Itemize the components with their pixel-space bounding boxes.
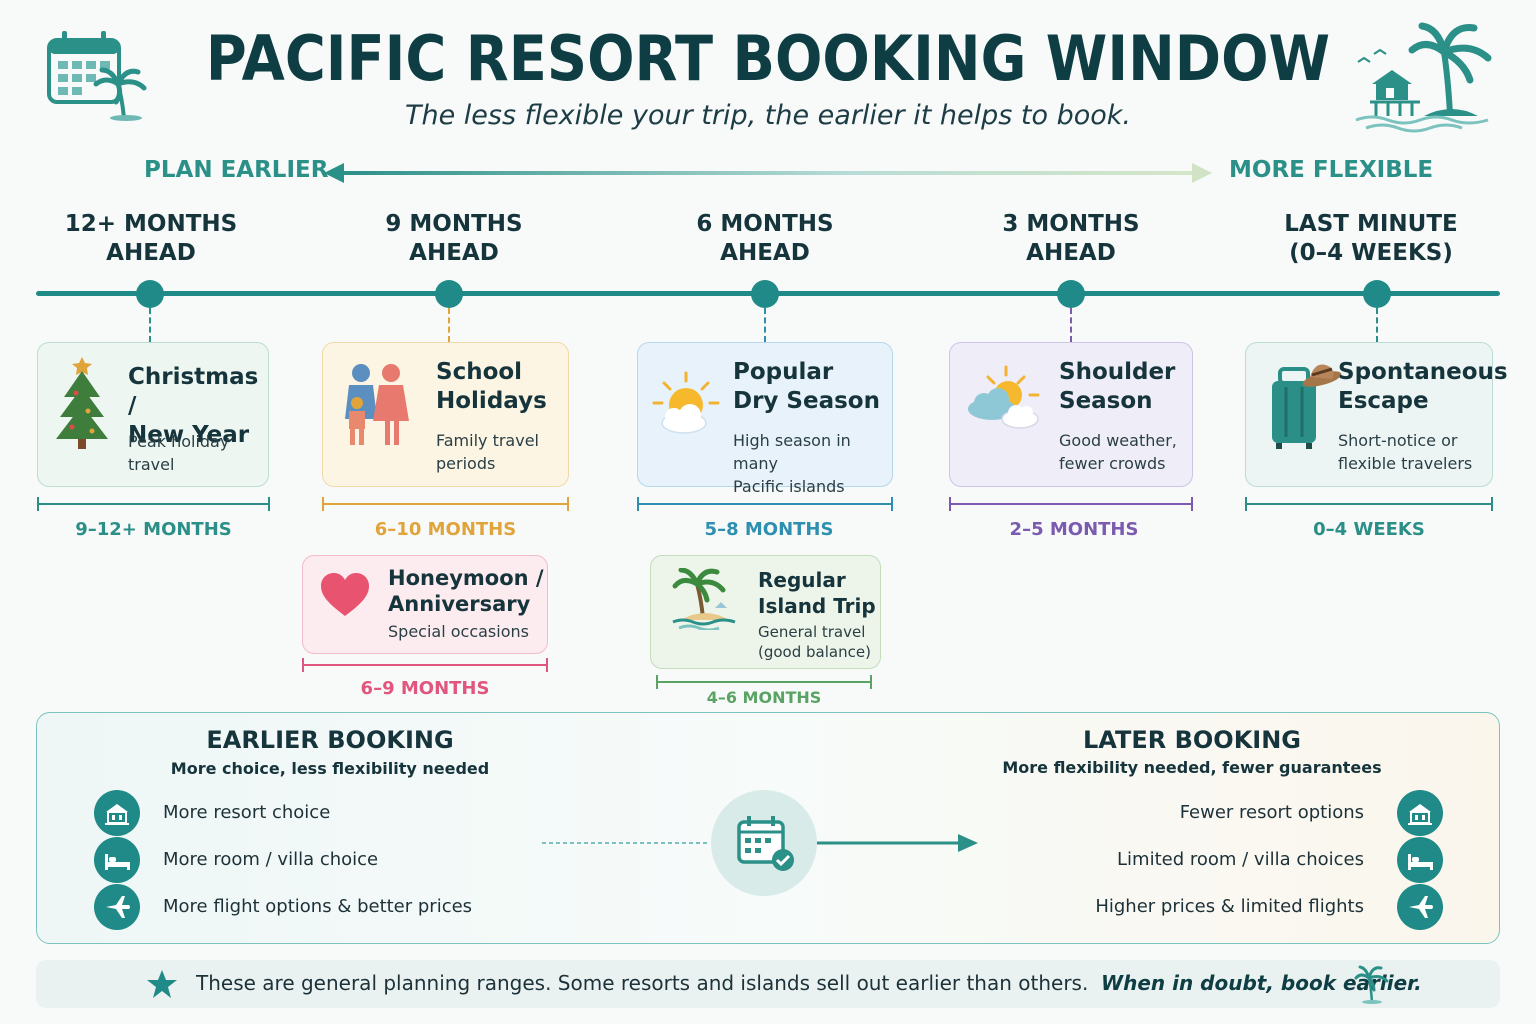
- card-description: Good weather,fewer crowds: [1059, 431, 1177, 473]
- earlier-benefit: More flight options & better prices: [163, 896, 473, 917]
- timeline-connector: [764, 308, 766, 342]
- range-bracket: [949, 497, 1193, 511]
- page-subtitle: The less flexible your trip, the earlier…: [405, 100, 1131, 131]
- later-drawback: Fewer resort options: [1179, 802, 1364, 823]
- range-bracket: [37, 497, 270, 511]
- earlier-benefit: More room / villa choice: [163, 849, 379, 870]
- timeline-dot: [435, 280, 463, 308]
- more-flexible-label: MORE FLEXIBLE: [1229, 157, 1434, 183]
- honeymoon-card: Honeymoon /Anniversary Special occasions: [302, 555, 548, 654]
- range-label: 0–4 WEEKS: [1313, 519, 1425, 540]
- island-bungalow-icon: [1355, 22, 1492, 133]
- earlier-benefit: More resort choice: [163, 802, 331, 823]
- direction-arrow: [324, 163, 1212, 183]
- airplane-icon: [94, 884, 140, 930]
- timeline-dot: [1363, 280, 1391, 308]
- card-title: Christmas /New Year: [128, 364, 259, 448]
- calendar-check-badge: [711, 790, 817, 896]
- bed-icon: [94, 837, 140, 883]
- range-bracket: [637, 497, 893, 511]
- timeline-dot: [136, 280, 164, 308]
- bed-icon: [1397, 837, 1443, 883]
- timeline-connector: [448, 308, 450, 342]
- timeline-dot: [1057, 280, 1085, 308]
- suitcase-icon: [1272, 364, 1342, 449]
- timeline-connector: [149, 308, 151, 342]
- later-booking-heading: LATER BOOKING: [1082, 726, 1301, 754]
- footer-note: [36, 960, 1500, 1008]
- later-drawback: Limited room / villa choices: [1117, 849, 1364, 870]
- heart-icon: [321, 573, 369, 616]
- range-bracket: [302, 658, 548, 672]
- later-drawback: Higher prices & limited flights: [1095, 896, 1364, 917]
- calendar-palm-icon: [47, 31, 147, 121]
- stage-heading: LAST MINUTE(0–4 WEEKS): [1284, 211, 1458, 266]
- family-icon: [345, 364, 409, 445]
- range-label: 6–10 MONTHS: [374, 519, 517, 540]
- range-label: 6–9 MONTHS: [360, 678, 490, 699]
- range-label: 4–6 MONTHS: [706, 688, 822, 707]
- earlier-booking-subheading: More choice, less flexibility needed: [170, 759, 490, 778]
- earlier-booking-heading: EARLIER BOOKING: [206, 726, 454, 754]
- page-title: PACIFIC RESORT BOOKING WINDOW: [205, 22, 1331, 95]
- timeline-dot: [751, 280, 779, 308]
- calendar-check-icon: [737, 816, 794, 871]
- sun-cloud-icon: [652, 371, 720, 434]
- range-bracket: [1245, 497, 1493, 511]
- timeline-connector: [1376, 308, 1378, 342]
- palm-island-icon: [672, 568, 736, 630]
- footer-text: These are general planning ranges. Some …: [196, 971, 1422, 995]
- christmas-tree-icon: [56, 357, 108, 449]
- booking-flow-arrow: [542, 834, 978, 852]
- card-description: General travel(good balance): [758, 623, 871, 661]
- range-label: 9–12+ MONTHS: [75, 519, 232, 540]
- resort-icon: [94, 790, 140, 836]
- later-booking-subheading: More flexibility needed, fewer guarantee…: [1002, 758, 1382, 777]
- resort-icon: [1397, 790, 1443, 836]
- airplane-icon: [1397, 884, 1443, 930]
- range-label: 2–5 MONTHS: [1009, 519, 1139, 540]
- card-title: Honeymoon /Anniversary: [388, 566, 544, 616]
- range-bracket: [656, 675, 872, 689]
- range-bracket: [322, 497, 569, 511]
- card-description: Special occasions: [388, 622, 529, 641]
- plan-earlier-label: PLAN EARLIER: [144, 157, 329, 183]
- star-icon: [147, 970, 177, 998]
- partly-cloudy-icon: [968, 365, 1040, 429]
- timeline-connector: [1070, 308, 1072, 342]
- range-label: 5–8 MONTHS: [704, 519, 834, 540]
- palm-tree-icon: [1354, 965, 1389, 1004]
